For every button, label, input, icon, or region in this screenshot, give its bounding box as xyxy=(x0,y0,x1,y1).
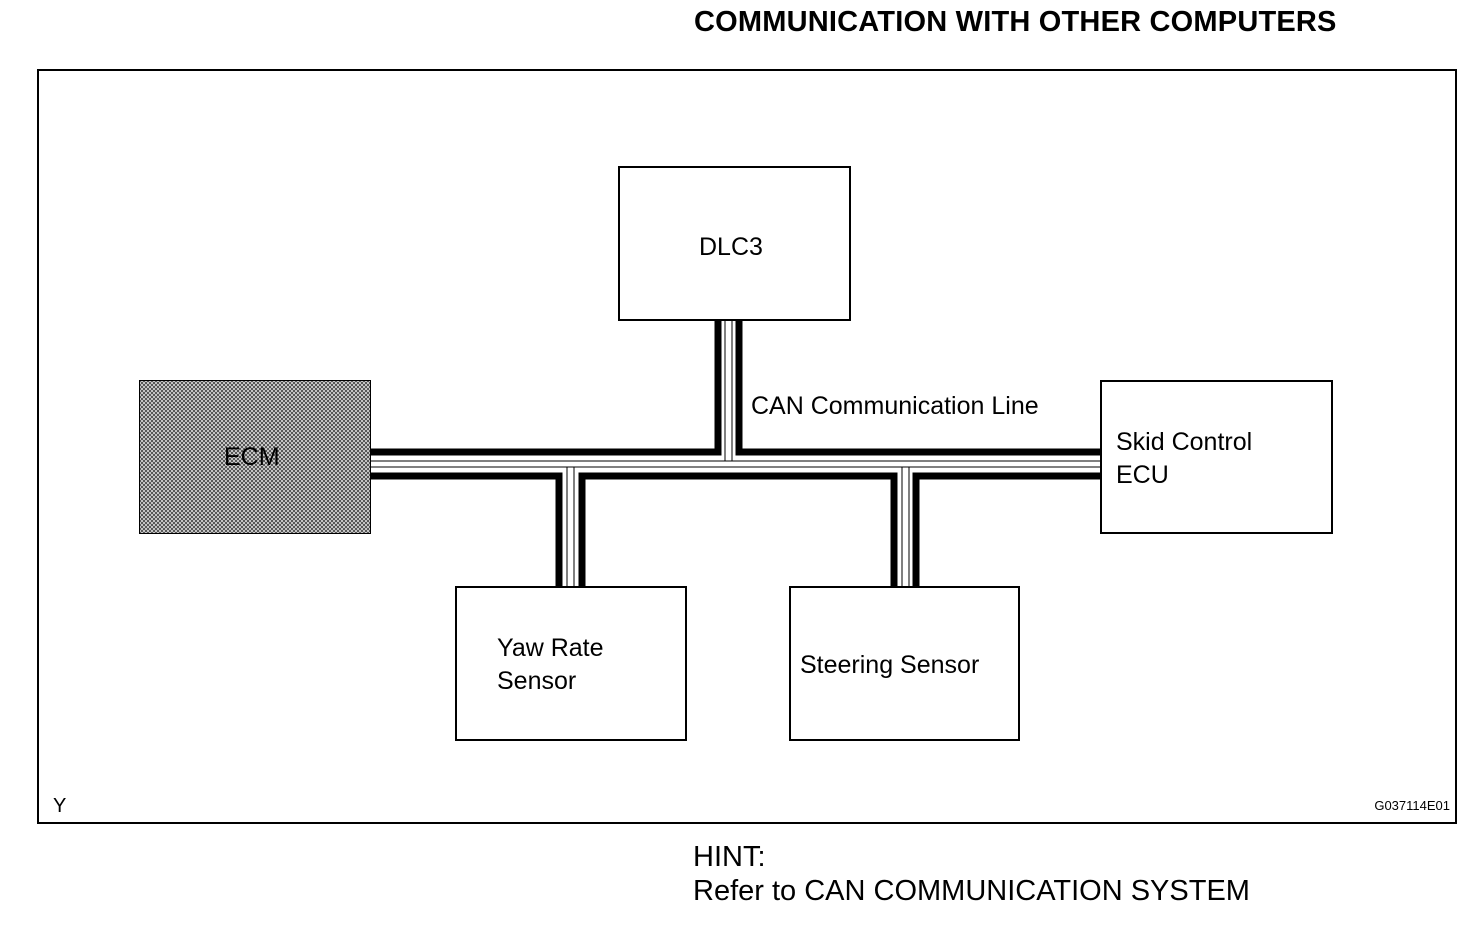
hint-block: HINT: Refer to CAN COMMUNICATION SYSTEM xyxy=(693,840,1250,908)
figure-id: G037114E01 xyxy=(1374,798,1450,813)
hint-text: Refer to CAN COMMUNICATION SYSTEM xyxy=(693,875,1250,907)
ecm-box: ECM xyxy=(139,380,371,534)
dlc3-label: DLC3 xyxy=(699,233,763,261)
yaw-rate-sensor-box: Yaw Rate Sensor xyxy=(455,586,687,741)
can-bus-lower-line-middle xyxy=(578,472,898,587)
page-title: COMMUNICATION WITH OTHER COMPUTERS xyxy=(694,6,1337,38)
can-bus-lower-line-left xyxy=(370,472,563,587)
yaw-rate-sensor-label: Yaw Rate Sensor xyxy=(497,634,604,695)
steering-sensor-box: Steering Sensor xyxy=(789,586,1020,741)
can-bus-upper-line-right xyxy=(735,320,1101,456)
dlc3-box: DLC3 xyxy=(618,166,851,321)
diagram-frame xyxy=(37,69,1457,824)
ecm-label: ECM xyxy=(224,443,280,471)
can-bus-lower-line-right xyxy=(912,472,1101,587)
steering-sensor-label: Steering Sensor xyxy=(800,651,980,679)
corner-mark: Y xyxy=(53,795,67,817)
can-bus-upper-line-left xyxy=(370,320,722,456)
hint-heading: HINT: xyxy=(693,841,766,873)
skid-control-ecu-label: Skid Control ECU xyxy=(1116,428,1253,489)
can-communication-line-label: CAN Communication Line xyxy=(751,392,1039,420)
skid-control-ecu-box: Skid Control ECU xyxy=(1100,380,1333,534)
